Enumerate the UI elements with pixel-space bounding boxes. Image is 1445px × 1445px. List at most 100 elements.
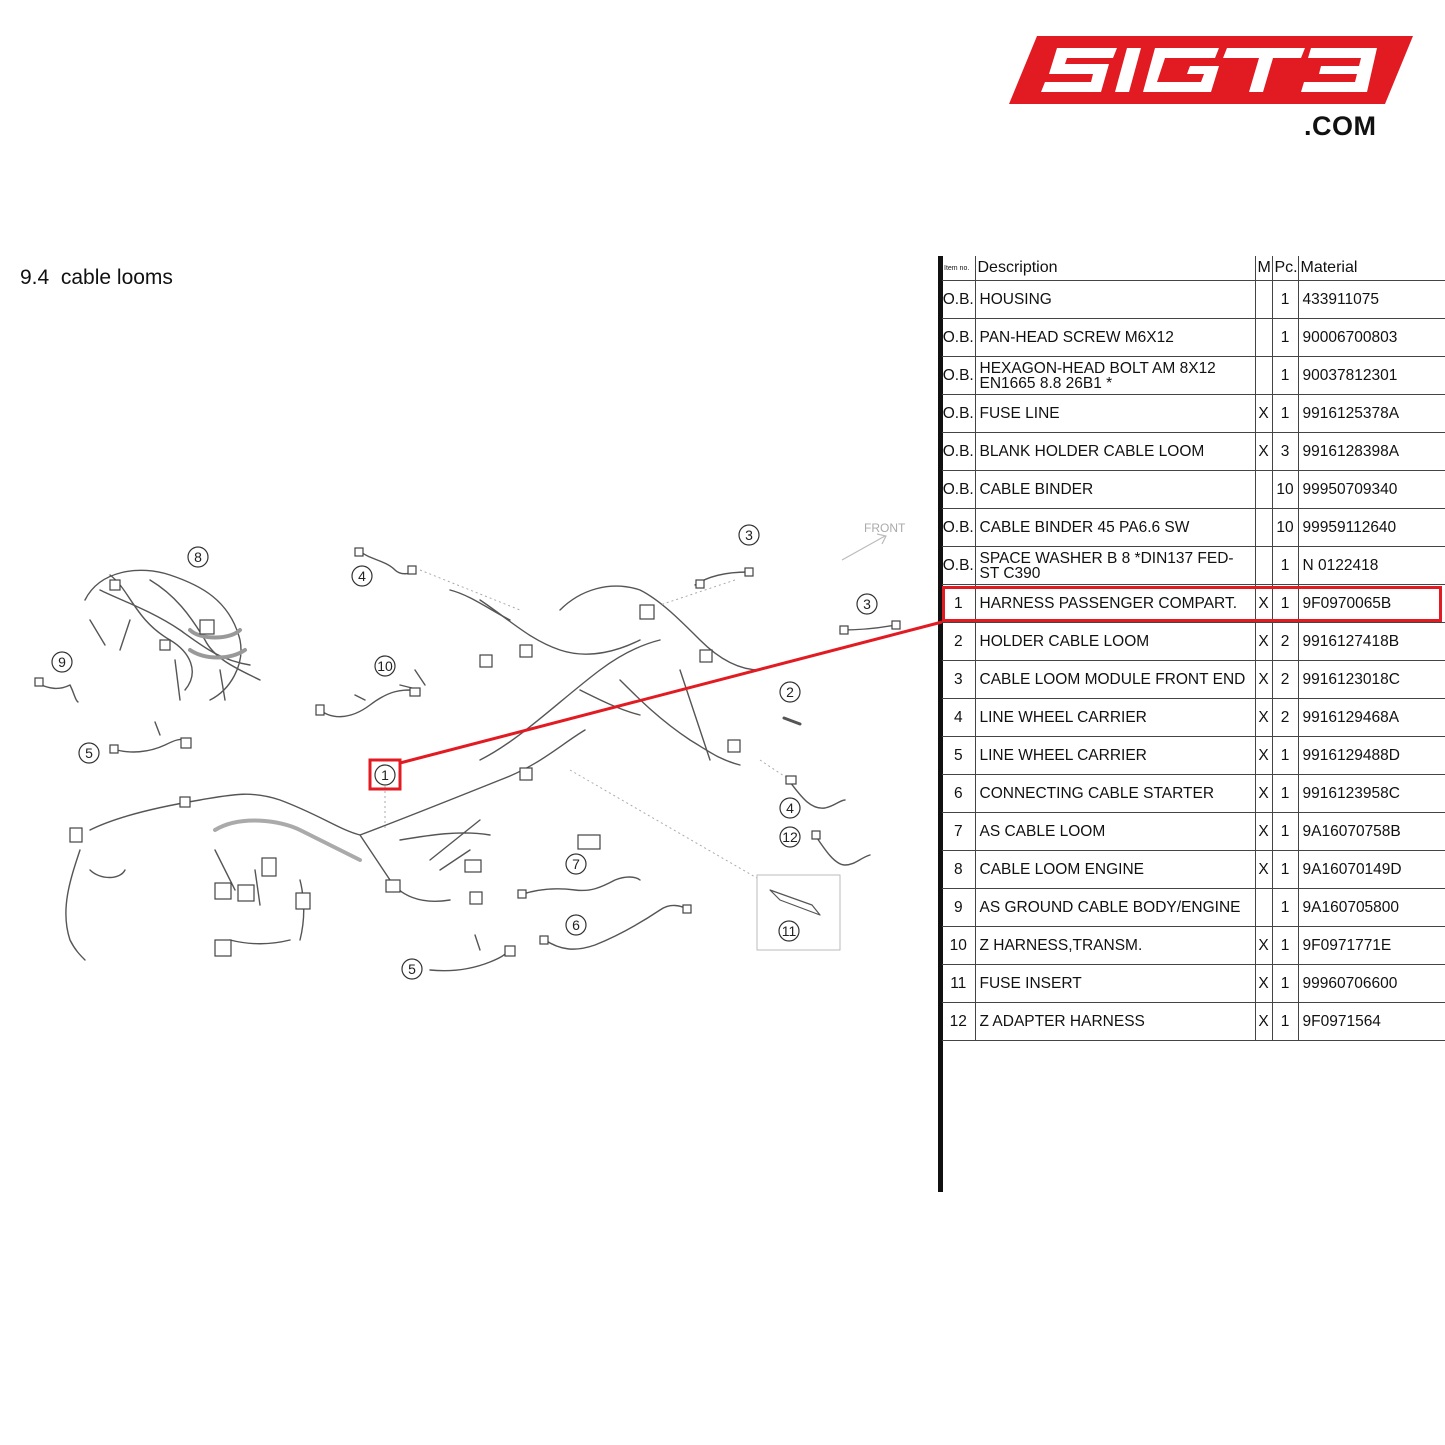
pc-cell: 2: [1272, 622, 1299, 661]
item-cell: O.B.: [942, 318, 976, 357]
item-cell: 7: [942, 812, 976, 851]
header-material: Material: [1298, 256, 1445, 281]
material-cell: 9916123018C: [1298, 660, 1445, 699]
item-cell: 3: [942, 660, 976, 699]
item-cell: O.B.: [942, 356, 976, 395]
m-cell: [1255, 888, 1273, 927]
callout-2: 2: [786, 684, 794, 700]
callout-6: 6: [572, 917, 580, 933]
item-cell: O.B.: [942, 394, 976, 433]
item-cell: O.B.: [942, 546, 976, 585]
m-cell: X: [1255, 736, 1273, 775]
pc-cell: 1: [1272, 584, 1299, 623]
header-m: M: [1255, 256, 1273, 281]
material-cell: 90037812301: [1298, 356, 1445, 395]
callout-5: 5: [85, 745, 93, 761]
pc-cell: 1: [1272, 546, 1299, 585]
section-number: 9.4: [20, 266, 50, 289]
item-cell: O.B.: [942, 280, 976, 319]
material-cell: 9916128398A: [1298, 432, 1445, 471]
callout-4: 4: [358, 568, 366, 584]
description-cell: FUSE LINE: [975, 394, 1256, 433]
pc-cell: 1: [1272, 850, 1299, 889]
section-name: cable looms: [60, 266, 173, 289]
callout-4: 4: [786, 800, 794, 816]
description-cell: AS GROUND CABLE BODY/ENGINE: [975, 888, 1256, 927]
description-cell: CABLE LOOM ENGINE: [975, 850, 1256, 889]
item-cell: 9: [942, 888, 976, 927]
table-row: O.B.SPACE WASHER B 8 *DIN137 FED-ST C390…: [942, 546, 1445, 585]
pc-cell: 1: [1272, 394, 1299, 433]
description-cell: LINE WHEEL CARRIER: [975, 698, 1256, 737]
callout-9: 9: [58, 654, 66, 670]
header-pc: Pc.: [1272, 256, 1299, 281]
m-cell: X: [1255, 1002, 1273, 1041]
item-cell: 10: [942, 926, 976, 965]
pc-cell: 2: [1272, 660, 1299, 699]
description-cell: CABLE LOOM MODULE FRONT END: [975, 660, 1256, 699]
item-cell: O.B.: [942, 470, 976, 509]
material-cell: 433911075: [1298, 280, 1445, 319]
m-cell: X: [1255, 622, 1273, 661]
m-cell: X: [1255, 660, 1273, 699]
m-cell: X: [1255, 394, 1273, 433]
m-cell: X: [1255, 926, 1273, 965]
item-cell: 4: [942, 698, 976, 737]
callout-12: 12: [782, 829, 798, 845]
pc-cell: 1: [1272, 356, 1299, 395]
section-title: 9.4 cable looms: [20, 266, 173, 290]
m-cell: X: [1255, 812, 1273, 851]
pc-cell: 1: [1272, 812, 1299, 851]
pc-cell: 1: [1272, 774, 1299, 813]
description-cell: HOLDER CABLE LOOM: [975, 622, 1256, 661]
pc-cell: 1: [1272, 888, 1299, 927]
material-cell: 9A16070758B: [1298, 812, 1445, 851]
pc-cell: 1: [1272, 926, 1299, 965]
m-cell: [1255, 318, 1273, 357]
item-cell: O.B.: [942, 432, 976, 471]
item-cell: 2: [942, 622, 976, 661]
table-header-row: Item no. Description M Pc. Material: [942, 256, 1445, 281]
material-cell: 9A160705800: [1298, 888, 1445, 927]
header-item-no: Item no.: [942, 256, 976, 281]
callout-3: 3: [863, 596, 871, 612]
logo-domain: .COM: [1304, 111, 1377, 141]
pc-cell: 1: [1272, 736, 1299, 775]
callout-5: 5: [408, 961, 416, 977]
callout-7: 7: [572, 856, 580, 872]
item-cell: O.B.: [942, 508, 976, 547]
m-cell: [1255, 356, 1273, 395]
m-cell: X: [1255, 964, 1273, 1003]
m-cell: X: [1255, 774, 1273, 813]
item-cell: 1: [942, 584, 976, 623]
description-cell: PAN-HEAD SCREW M6X12: [975, 318, 1256, 357]
description-cell: CABLE BINDER 45 PA6.6 SW: [975, 508, 1256, 547]
header-description: Description: [975, 256, 1256, 281]
pc-cell: 10: [1272, 470, 1299, 509]
sigt3-logo: [1009, 36, 1413, 104]
pc-cell: 3: [1272, 432, 1299, 471]
m-cell: X: [1255, 698, 1273, 737]
parts-table: Item no. Description M Pc. Material O.B.…: [942, 256, 1445, 1041]
description-cell: HOUSING: [975, 280, 1256, 319]
material-cell: 9916123958C: [1298, 774, 1445, 813]
material-cell: 9916129468A: [1298, 698, 1445, 737]
material-cell: 9A16070149D: [1298, 850, 1445, 889]
pc-cell: 2: [1272, 698, 1299, 737]
table-row: O.B.HEXAGON-HEAD BOLT AM 8X12 EN1665 8.8…: [942, 356, 1445, 395]
